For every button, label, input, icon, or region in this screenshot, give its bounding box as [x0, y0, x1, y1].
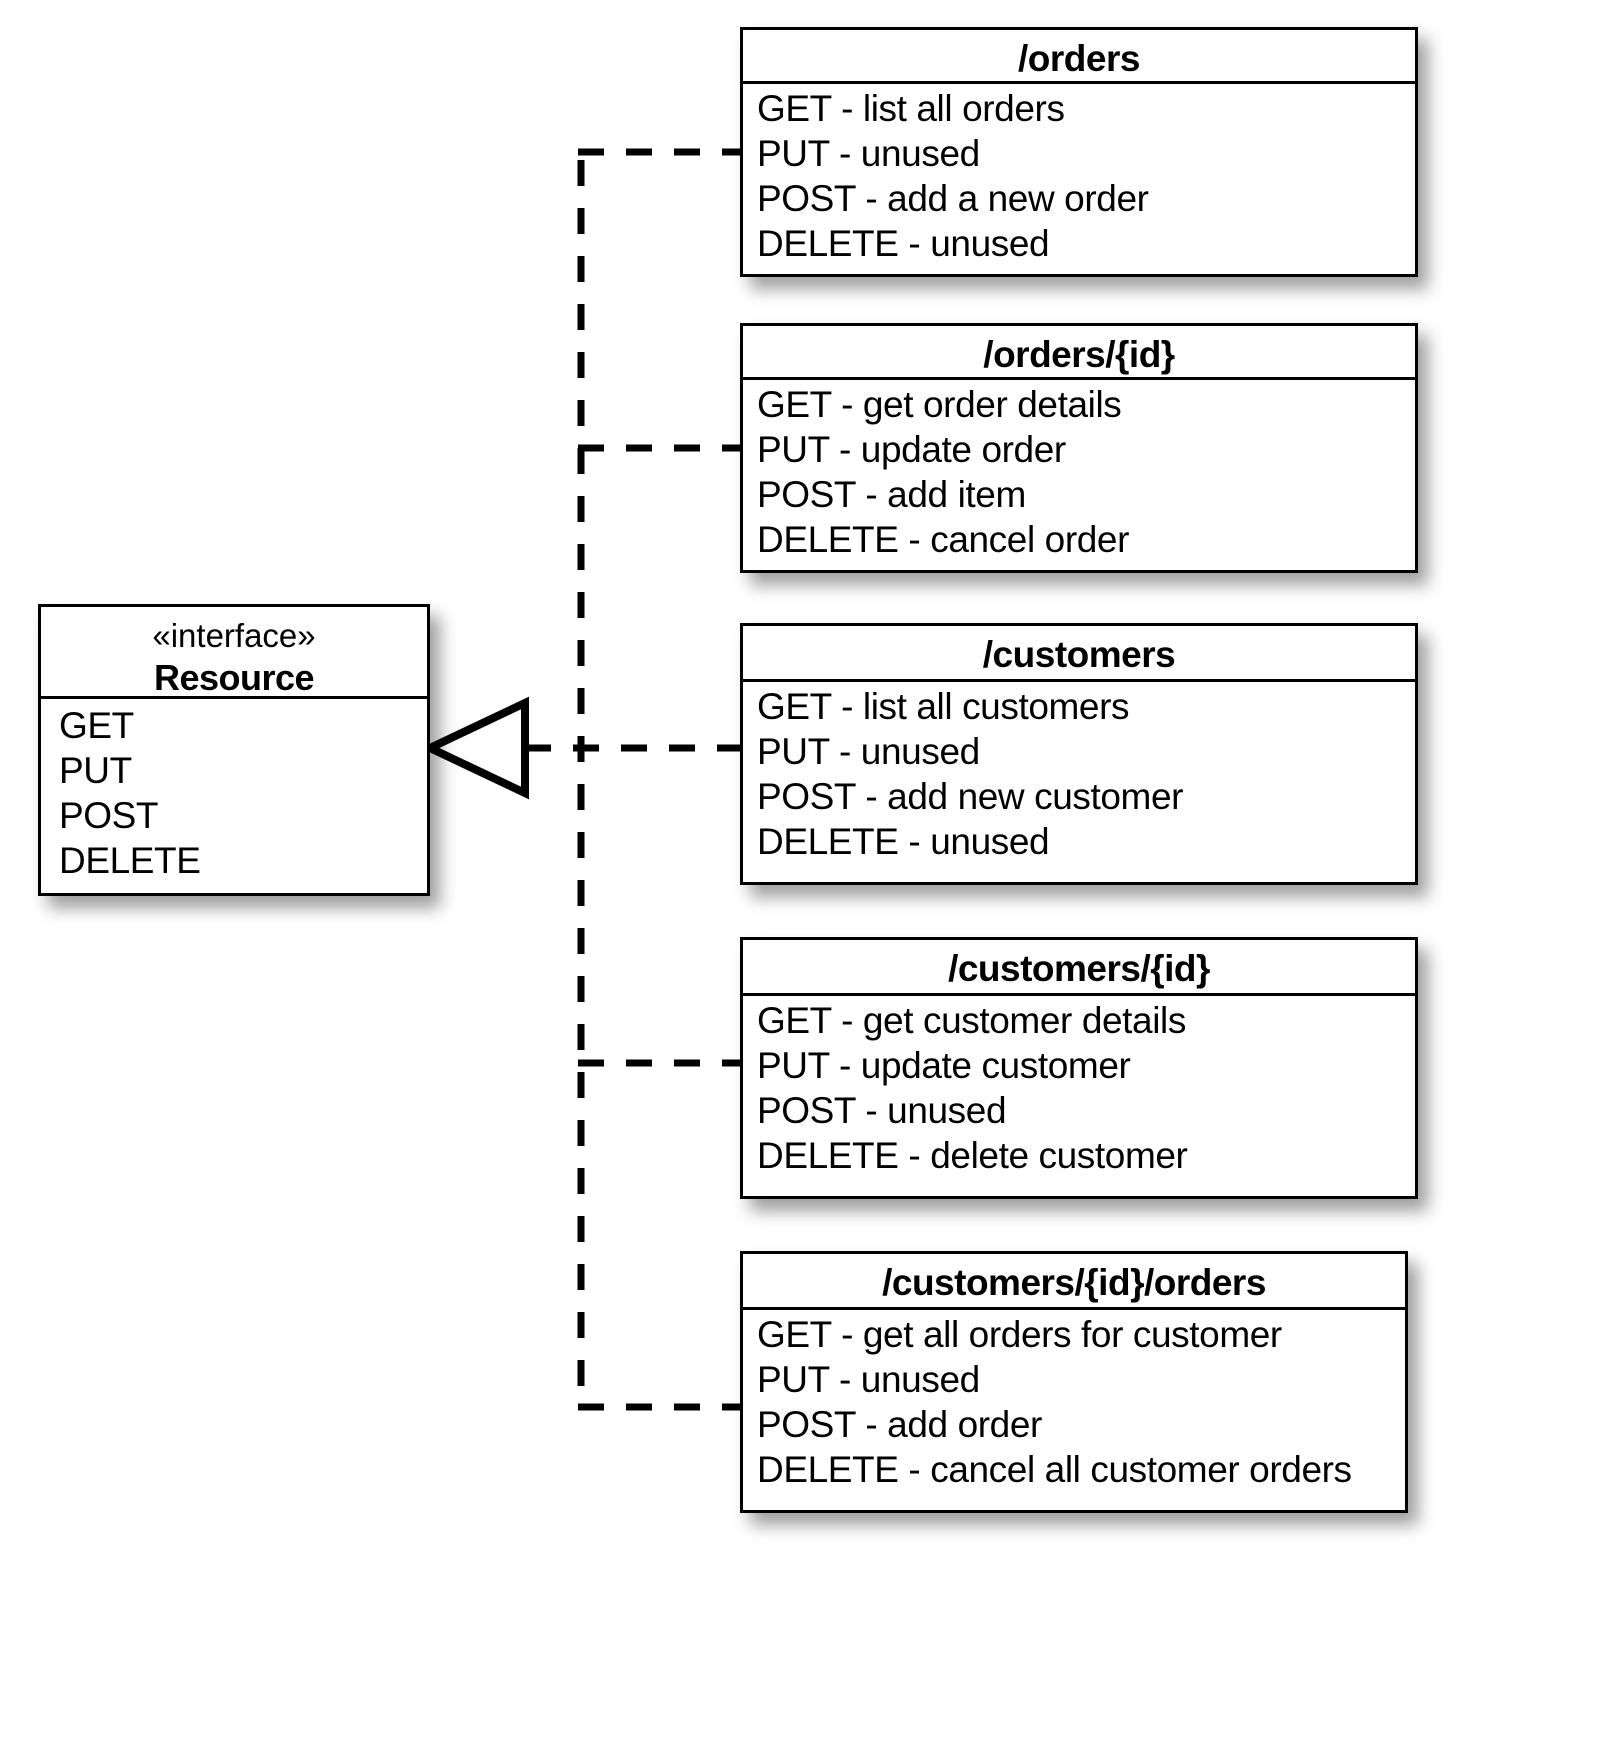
- resource-header-orders-id: /orders/{id}: [743, 326, 1415, 380]
- resource-box-customers-id[interactable]: /customers/{id} GET - get customer detai…: [740, 937, 1418, 1199]
- resource-name-orders-id: /orders/{id}: [983, 334, 1175, 375]
- resource-operations-customers-id-orders: GET - get all orders for customer PUT - …: [743, 1310, 1405, 1500]
- resource-operations-orders-id: GET - get order details PUT - update ord…: [743, 380, 1415, 570]
- interface-stereotype: «interface»: [152, 617, 316, 654]
- interface-operations: GET PUT POST DELETE: [41, 699, 427, 891]
- resource-header-customers: /customers: [743, 626, 1415, 682]
- operation-post: POST - add item: [757, 474, 1026, 515]
- operation-delete: DELETE - unused: [757, 821, 1050, 862]
- resource-header-customers-id: /customers/{id}: [743, 940, 1415, 996]
- resource-box-orders[interactable]: /orders GET - list all orders PUT - unus…: [740, 27, 1418, 277]
- operation-delete: DELETE - delete customer: [757, 1135, 1188, 1176]
- operation-get: GET: [59, 705, 134, 746]
- operation-get: GET - list all orders: [757, 88, 1065, 129]
- operation-delete: DELETE: [59, 840, 201, 881]
- operation-get: GET - get order details: [757, 384, 1122, 425]
- operation-delete: DELETE - cancel order: [757, 519, 1130, 560]
- resource-name-customers: /customers: [982, 634, 1176, 675]
- operation-delete: DELETE - unused: [757, 223, 1050, 264]
- resource-header-orders: /orders: [743, 30, 1415, 84]
- operation-post: POST - add a new order: [757, 178, 1149, 219]
- operation-put: PUT - update customer: [757, 1045, 1131, 1086]
- operation-get: GET - get all orders for customer: [757, 1314, 1282, 1355]
- resource-operations-customers: GET - list all customers PUT - unused PO…: [743, 682, 1415, 872]
- resource-name-customers-id: /customers/{id}: [948, 948, 1210, 989]
- resource-operations-orders: GET - list all orders PUT - unused POST …: [743, 84, 1415, 274]
- operation-put: PUT - unused: [757, 133, 980, 174]
- operation-put: PUT - update order: [757, 429, 1066, 470]
- resource-name-orders: /orders: [1018, 38, 1140, 79]
- operation-post: POST - add order: [757, 1404, 1042, 1445]
- operation-post: POST - unused: [757, 1090, 1007, 1131]
- operation-post: POST: [59, 795, 159, 836]
- resource-name-customers-id-orders: /customers/{id}/orders: [882, 1262, 1266, 1303]
- operation-post: POST - add new customer: [757, 776, 1184, 817]
- generalization-arrowhead: [420, 696, 529, 800]
- resource-box-customers-id-orders[interactable]: /customers/{id}/orders GET - get all ord…: [740, 1251, 1408, 1513]
- resource-header-customers-id-orders: /customers/{id}/orders: [743, 1254, 1405, 1310]
- resource-box-orders-id[interactable]: /orders/{id} GET - get order details PUT…: [740, 323, 1418, 573]
- interface-name: Resource: [153, 657, 315, 698]
- operation-delete: DELETE - cancel all customer orders: [757, 1449, 1352, 1490]
- interface-header: «interface» Resource: [41, 607, 427, 699]
- operation-get: GET - get customer details: [757, 1000, 1186, 1041]
- operation-put: PUT - unused: [757, 731, 980, 772]
- operation-put: PUT - unused: [757, 1359, 980, 1400]
- resource-operations-customers-id: GET - get customer details PUT - update …: [743, 996, 1415, 1186]
- operation-put: PUT: [59, 750, 132, 791]
- resource-box-customers[interactable]: /customers GET - list all customers PUT …: [740, 623, 1418, 885]
- operation-get: GET - list all customers: [757, 686, 1130, 727]
- interface-class-box[interactable]: «interface» Resource GET PUT POST DELETE: [38, 604, 430, 896]
